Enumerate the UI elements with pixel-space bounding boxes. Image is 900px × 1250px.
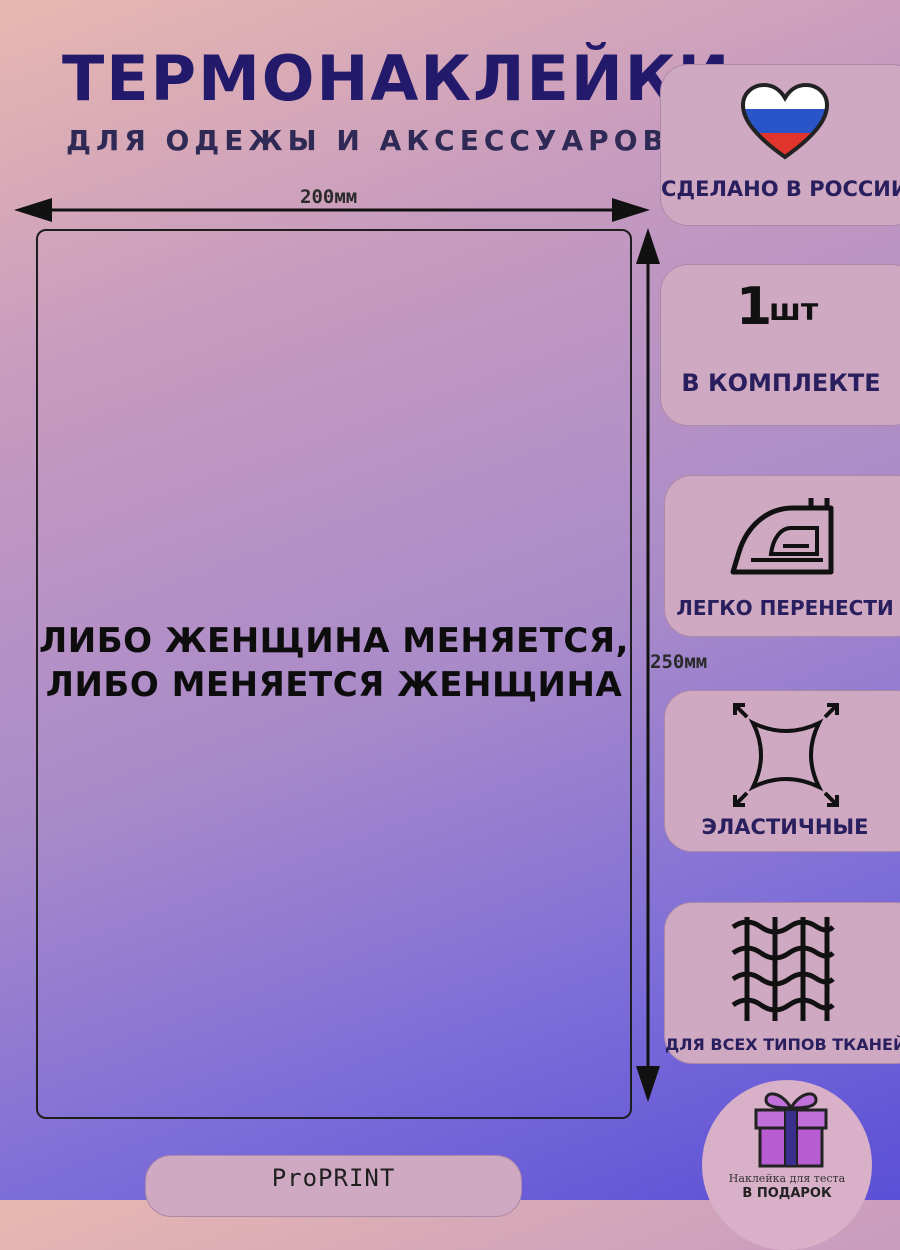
gift-box-icon <box>754 1092 828 1168</box>
gift-text-2: В ПОДАРОК <box>742 1186 832 1201</box>
card-easy-transfer: ЛЕГКО ПЕРЕНЕСТИ <box>664 475 900 637</box>
card-made-in-russia: СДЕЛАНО В РОССИИ <box>660 64 900 226</box>
gift-badge: Наклейка для теста В ПОДАРОК <box>702 1080 872 1250</box>
card-elastic: ЭЛАСТИЧНЫЕ <box>664 690 900 852</box>
brand-badge: ProPRINT <box>145 1155 522 1217</box>
russia-heart-icon <box>741 83 829 160</box>
sticker-line-2: ЛИБО МЕНЯЕТСЯ ЖЕНЩИНА <box>45 665 623 705</box>
fabrics-label: ДЛЯ ВСЕХ ТИПОВ ТКАНЕЙ <box>665 1035 900 1054</box>
count-number: 1 <box>736 277 773 337</box>
width-arrow <box>14 198 650 222</box>
gift-text-1: Наклейка для теста <box>728 1172 846 1185</box>
width-label: 200мм <box>300 186 358 208</box>
count-label: В КОМПЛЕКТЕ <box>681 369 881 397</box>
height-arrow <box>636 228 660 1102</box>
count-unit: шт <box>769 293 819 328</box>
stretch-icon <box>733 703 839 807</box>
dimension-arrows <box>14 198 660 1102</box>
page-title: ТЕРМОНАКЛЕЙКИ <box>62 42 732 115</box>
height-label: 250мм <box>650 651 708 673</box>
sticker-preview: ЛИБО ЖЕНЩИНА МЕНЯЕТСЯ, ЛИБО МЕНЯЕТСЯ ЖЕН… <box>36 229 632 1119</box>
sticker-text: ЛИБО ЖЕНЩИНА МЕНЯЕТСЯ, ЛИБО МЕНЯЕТСЯ ЖЕН… <box>38 619 630 707</box>
sticker-line-1: ЛИБО ЖЕНЩИНА МЕНЯЕТСЯ, <box>39 621 629 661</box>
elastic-label: ЭЛАСТИЧНЫЕ <box>701 815 869 839</box>
easy-transfer-label: ЛЕГКО ПЕРЕНЕСТИ <box>676 596 894 620</box>
page-subtitle: ДЛЯ ОДЕЖЫ И АКСЕССУАРОВ <box>66 124 669 157</box>
brand-name: ProPRINT <box>271 1164 396 1192</box>
card-count: 1 шт В КОМПЛЕКТЕ <box>660 264 900 426</box>
made-in-russia-label: СДЕЛАНО В РОССИИ <box>661 177 900 201</box>
card-fabrics: ДЛЯ ВСЕХ ТИПОВ ТКАНЕЙ <box>664 902 900 1064</box>
iron-icon <box>730 498 834 575</box>
fabric-weave-icon <box>731 917 835 1021</box>
